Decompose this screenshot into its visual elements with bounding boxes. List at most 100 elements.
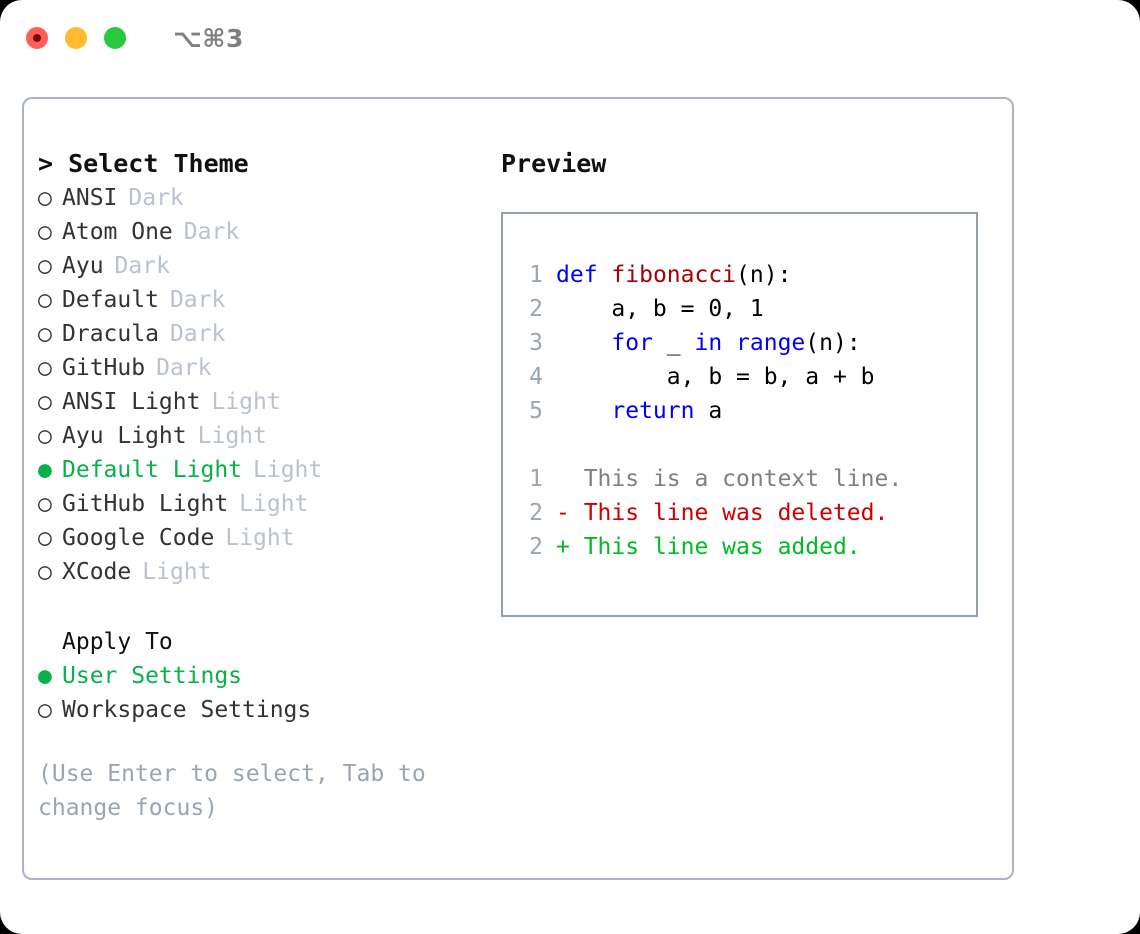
traffic-lights (26, 27, 126, 49)
theme-option-dracula[interactable]: ○ Dracula Dark (38, 317, 488, 351)
minimize-button[interactable] (65, 27, 87, 49)
theme-option-label: Google Code (62, 525, 215, 551)
maximize-button[interactable] (104, 27, 126, 49)
code-token: a (694, 398, 723, 424)
theme-option-tag: Dark (128, 185, 184, 211)
theme-option-label: Dracula (62, 321, 159, 347)
code-line: 2 a, b = 0, 1 (517, 292, 976, 326)
diff-text: This is a context line. (569, 466, 903, 492)
theme-option-tag: Dark (183, 219, 240, 245)
code-token: a, b = b, a + b (556, 364, 875, 390)
code-token (556, 398, 611, 424)
radio-unselected-icon: ○ (38, 697, 52, 723)
code-line: 3 for _ in range(n): (517, 326, 976, 360)
theme-option-label: Default Light (62, 457, 243, 483)
code-token: in (694, 330, 723, 356)
code-token: range (736, 330, 806, 356)
theme-option-tag: Light (253, 457, 323, 483)
theme-option-tag: Dark (156, 355, 212, 381)
apply-to-option-user-settings[interactable]: ● User Settings (38, 659, 488, 693)
apply-to-option-workspace-settings[interactable]: ○ Workspace Settings (38, 693, 488, 727)
theme-option-tag: Dark (169, 287, 226, 313)
line-number: 4 (529, 364, 543, 390)
theme-option-label: ANSI Light (62, 389, 201, 415)
code-diff-spacer (517, 428, 976, 462)
theme-option-atom-one[interactable]: ○ Atom One Dark (38, 215, 488, 249)
theme-option-ansi[interactable]: ○ ANSI Dark (38, 181, 488, 215)
apply-to-option-label: Workspace Settings (62, 697, 312, 723)
code-token: (n): (805, 330, 861, 356)
theme-option-github[interactable]: ○ GitHub Dark (38, 351, 488, 385)
theme-option-xcode[interactable]: ○ XCode Light (38, 555, 488, 589)
theme-option-label: ANSI (62, 185, 118, 211)
theme-option-ansi-light[interactable]: ○ ANSI Light Light (38, 385, 488, 419)
theme-option-tag: Light (142, 559, 212, 585)
radio-unselected-icon: ○ (38, 185, 52, 211)
keyboard-hint: (Use Enter to select, Tab to change focu… (38, 761, 440, 821)
shortcut-label: ⌥⌘3 (173, 23, 244, 53)
theme-option-label: XCode (62, 559, 132, 585)
apply-to-list: ● User Settings ○ Workspace Settings (38, 659, 488, 727)
radio-unselected-icon: ○ (38, 287, 52, 313)
title-bar: ⌥⌘3 (0, 0, 1140, 76)
diff-marker (556, 466, 570, 492)
diff-text: This line was deleted. (569, 500, 889, 526)
theme-option-default-light[interactable]: ● Default Light Light (38, 453, 488, 487)
theme-option-tag: Dark (169, 321, 226, 347)
line-number: 2 (529, 296, 543, 322)
theme-option-ayu-light[interactable]: ○ Ayu Light Light (38, 419, 488, 453)
radio-unselected-icon: ○ (38, 321, 52, 347)
section-title-select-theme: > Select Theme (38, 149, 249, 178)
radio-selected-icon: ● (38, 663, 52, 689)
code-token: a, b = 0, 1 (556, 296, 764, 322)
radio-unselected-icon: ○ (38, 219, 52, 245)
code-token: (n): (736, 262, 792, 288)
diff-marker: - (556, 500, 570, 526)
theme-option-label: Ayu (62, 253, 104, 279)
line-number: 2 (529, 500, 543, 526)
section-title-preview: Preview (501, 149, 607, 178)
diff-sample: 1 This is a context line. 2- This line wa… (517, 462, 976, 564)
line-number: 2 (529, 534, 543, 560)
theme-option-tag: Light (197, 423, 267, 449)
radio-unselected-icon: ○ (38, 559, 52, 585)
theme-option-label: GitHub (62, 355, 146, 381)
code-line: 1 def fibonacci(n): (517, 258, 976, 292)
radio-unselected-icon: ○ (38, 525, 52, 551)
radio-unselected-icon: ○ (38, 423, 52, 449)
code-token: _ (652, 330, 695, 356)
theme-option-tag: Dark (114, 253, 170, 279)
theme-option-label: Ayu Light (62, 423, 187, 449)
theme-option-tag: Light (211, 389, 281, 415)
line-number: 1 (529, 262, 543, 288)
radio-unselected-icon: ○ (38, 355, 52, 381)
code-line: 4 a, b = b, a + b (517, 360, 976, 394)
theme-option-default[interactable]: ○ Default Dark (38, 283, 488, 317)
theme-option-label: Default (62, 287, 159, 313)
close-button[interactable] (26, 27, 48, 49)
line-number: 5 (529, 398, 543, 424)
radio-selected-icon: ● (38, 457, 52, 483)
apply-to-option-label: User Settings (62, 663, 243, 689)
section-title-apply-to: Apply To (62, 629, 173, 655)
group-spacer (38, 589, 488, 625)
radio-unselected-icon: ○ (38, 491, 52, 517)
theme-option-label: Atom One (62, 219, 173, 245)
diff-line: 1 This is a context line. (517, 462, 976, 496)
code-token: for (611, 330, 653, 356)
code-token: fibonacci (611, 262, 737, 288)
code-token: def (556, 262, 598, 288)
radio-unselected-icon: ○ (38, 389, 52, 415)
recording-dot-icon (33, 34, 41, 42)
code-token (556, 330, 611, 356)
code-token (598, 262, 612, 288)
